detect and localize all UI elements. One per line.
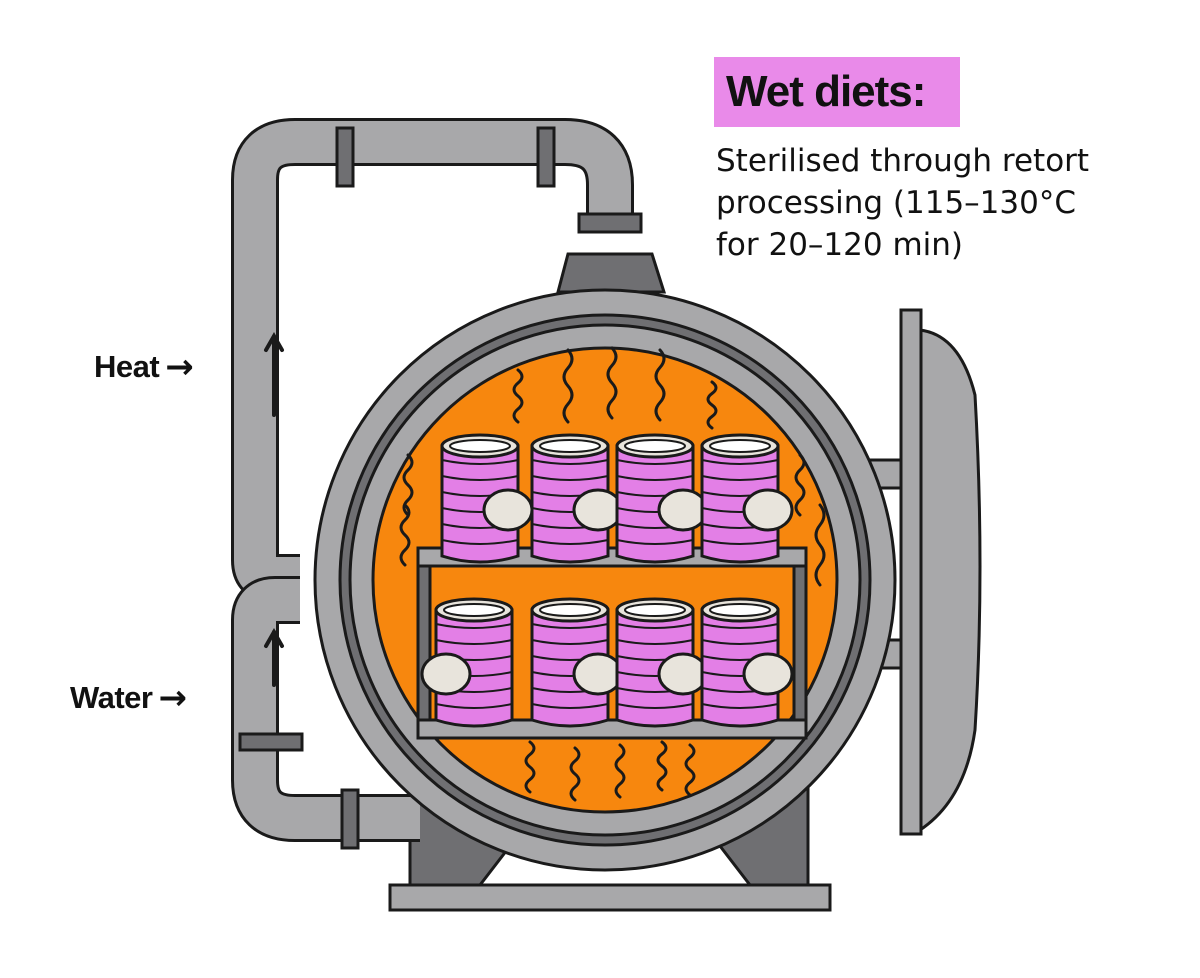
arrow-right-icon: → <box>158 678 187 718</box>
steam-icon <box>399 346 826 802</box>
title: Wet diets: <box>726 67 926 116</box>
steam-wave <box>706 380 718 430</box>
steam-wave <box>656 740 668 792</box>
description-line: Sterilised through retort <box>716 143 1090 179</box>
can <box>530 433 624 564</box>
description-line: for 20–120 min) <box>716 227 964 263</box>
description: Sterilised through retort processing (11… <box>716 140 1186 266</box>
steam-wave <box>684 743 696 797</box>
steam-wave <box>814 503 826 587</box>
can <box>530 597 624 728</box>
heat-label: Heat → <box>94 347 194 387</box>
can <box>700 433 794 564</box>
can <box>615 597 709 728</box>
can <box>700 597 794 728</box>
can-icon <box>420 433 794 728</box>
steam-wave <box>794 453 806 517</box>
water-text: Water <box>70 680 153 715</box>
water-label: Water → <box>70 678 187 718</box>
steam-wave <box>399 503 411 567</box>
steam-wave <box>512 368 524 424</box>
steam-wave <box>569 746 581 802</box>
steam-wave <box>524 740 536 794</box>
can <box>615 433 709 564</box>
arrow-right-icon: → <box>165 347 194 387</box>
pipe-flanges <box>238 126 643 850</box>
heat-text: Heat <box>94 349 160 384</box>
retort-vessel-icon <box>313 288 897 872</box>
flow-arrows <box>264 331 284 687</box>
steam-wave <box>562 348 574 424</box>
steam-wave <box>654 348 666 422</box>
description-line: processing (115–130°C <box>716 185 1076 221</box>
top-nozzle <box>556 252 667 294</box>
title-highlight: Wet diets: <box>714 57 960 127</box>
steam-wave <box>614 743 626 799</box>
can <box>440 433 534 564</box>
can <box>420 597 514 728</box>
steam-wave <box>606 346 618 420</box>
door-icon <box>899 308 982 836</box>
